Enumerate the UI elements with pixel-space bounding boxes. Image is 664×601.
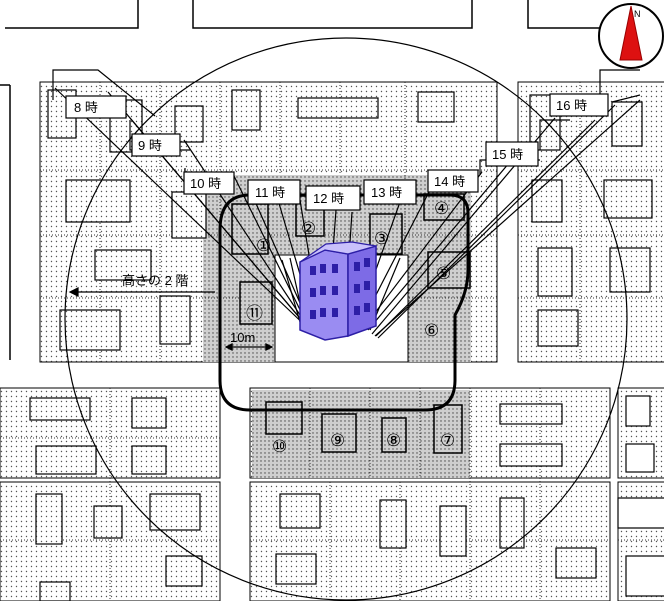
plot-number-11: ⑪ (246, 304, 263, 324)
time-label-10: 10 時 (183, 171, 235, 195)
distance-note: 10m (230, 330, 255, 345)
time-label-8: 8 時 (65, 95, 127, 119)
houses (29, 89, 653, 601)
radius-circle (64, 37, 628, 601)
plot-number-2: ② (301, 219, 316, 239)
building-icon (299, 241, 377, 341)
north-label: N (634, 9, 641, 19)
dimension-10m (224, 343, 274, 351)
plot-number-9: ⑨ (330, 431, 345, 451)
plot-number-5: ⑤ (436, 264, 451, 284)
svg-text:14 時: 14 時 (434, 174, 465, 189)
svg-text:13 時: 13 時 (371, 185, 402, 200)
height-note: 高さの 2 階 (122, 273, 188, 288)
plot-number-8: ⑧ (386, 431, 401, 451)
time-labels: 8 時 9 時 10 時 11 時 12 時 13 時 14 時 15 時 (65, 93, 609, 211)
plot-number-4: ④ (434, 199, 449, 219)
svg-text:9 時: 9 時 (138, 138, 162, 153)
shadow-boundary (218, 193, 470, 412)
time-label-13: 13 時 (363, 179, 417, 205)
plot-number-3: ③ (374, 229, 389, 249)
svg-text:10 時: 10 時 (190, 176, 221, 191)
svg-text:8 時: 8 時 (74, 100, 98, 115)
plot-number-10: ⑩ (272, 437, 287, 457)
svg-text:12 時: 12 時 (313, 191, 344, 206)
north-compass-icon: N (598, 3, 664, 69)
plot-number-1: ① (256, 236, 271, 256)
time-label-12: 12 時 (305, 185, 361, 211)
road-edges (0, 0, 600, 360)
plot-numbers: ① ② ③ ④ ⑤ ⑥ ⑦ ⑧ ⑨ ⑩ ⑪ (246, 199, 455, 457)
houses-plain (617, 395, 664, 597)
svg-text:15 時: 15 時 (492, 147, 523, 162)
height-arrow (68, 287, 215, 297)
time-label-11: 11 時 (247, 179, 301, 205)
time-label-16: 16 時 (549, 93, 609, 117)
plot-number-7: ⑦ (440, 431, 455, 451)
time-label-14: 14 時 (427, 169, 479, 193)
svg-text:16 時: 16 時 (556, 98, 587, 113)
time-label-15: 15 時 (485, 141, 539, 167)
svg-text:11 時: 11 時 (255, 185, 285, 200)
plot-number-6: ⑥ (424, 321, 439, 341)
time-label-9: 9 時 (131, 133, 181, 157)
